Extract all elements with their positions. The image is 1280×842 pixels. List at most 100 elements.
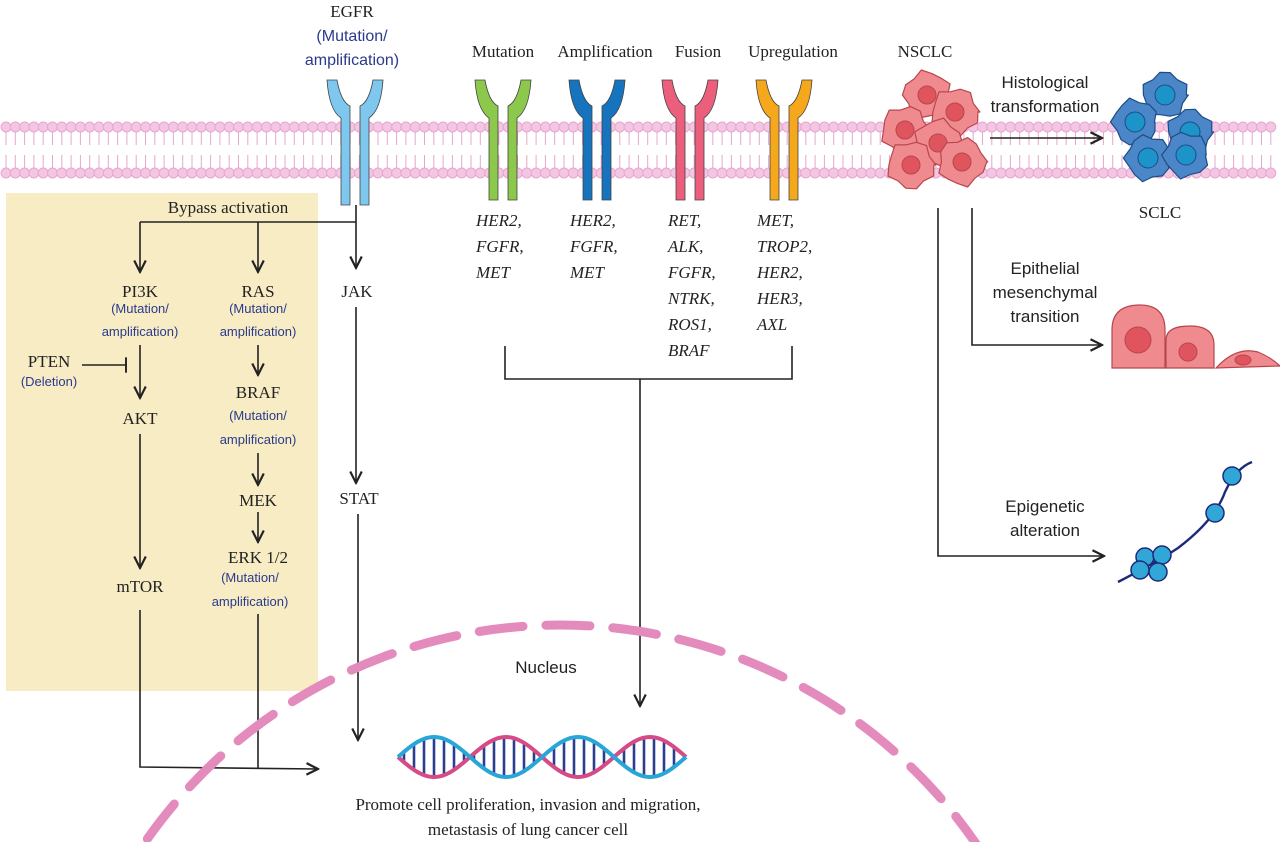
lipid-head (391, 167, 403, 179)
lipid-head (298, 167, 310, 179)
lipid-head (623, 167, 635, 179)
lipid-head (660, 121, 672, 133)
genes-amplification: HER2, FGFR, MET (569, 211, 618, 282)
pi3k-note-1: (Mutation/ (111, 301, 169, 316)
upregulation-receptor (755, 79, 813, 201)
lipid-head (214, 167, 226, 179)
lipid-head (800, 167, 812, 179)
dna-strand (396, 734, 688, 780)
mtor-label: mTOR (117, 577, 165, 596)
lipid-head (1014, 167, 1026, 179)
lipid-head (149, 121, 161, 133)
lipid-head (632, 121, 644, 133)
lipid-head (195, 167, 207, 179)
lipid-head (1209, 167, 1221, 179)
lipid-head (521, 167, 533, 179)
gene-text: AXL (756, 315, 787, 334)
lipid-head (995, 121, 1007, 133)
lipid-head (177, 121, 189, 133)
bypass-panel (6, 193, 318, 691)
lipid-head (995, 167, 1007, 179)
lipid-head (260, 167, 272, 179)
lipid-head (381, 167, 393, 179)
braf-label: BRAF (236, 383, 280, 402)
lipid-head (1070, 121, 1081, 133)
receptor-bracket (504, 346, 793, 380)
nsclc-label: NSCLC (898, 42, 953, 61)
lipid-head (1246, 121, 1258, 133)
lipid-head (828, 121, 840, 133)
ras-label: RAS (241, 282, 274, 301)
mtor-to-nucleus (139, 610, 318, 769)
lipid-head (279, 121, 291, 133)
lipid-head (409, 121, 421, 133)
lipid-head (725, 121, 737, 133)
lipid-head (753, 167, 765, 179)
lipid-head (56, 121, 68, 133)
lipid-head (214, 121, 226, 133)
gene-text: FGFR, (475, 237, 524, 256)
lipid-head (428, 121, 440, 133)
lipid-head (614, 121, 626, 133)
lipid-head (140, 167, 151, 179)
lipid-head (233, 167, 244, 179)
nucleosome (1205, 503, 1225, 523)
emt-arrow (971, 208, 1102, 345)
lipid-head (121, 121, 133, 133)
lipid-head (84, 167, 96, 179)
lipid-head (74, 121, 86, 133)
histo-line-2: transformation (991, 97, 1100, 116)
erk-note-2: amplification) (212, 594, 289, 609)
lipid-head (456, 167, 468, 179)
gene-text: RET, (667, 211, 701, 230)
lipid-head (270, 121, 282, 133)
sclc-cell (1161, 131, 1209, 180)
stat-label: STAT (339, 489, 379, 508)
envelope-segment (142, 799, 179, 842)
lipid-head (1088, 167, 1100, 179)
gene-text: ALK, (667, 237, 703, 256)
lipid-head (112, 167, 124, 179)
lipid-head (307, 121, 319, 133)
lipid-head (326, 167, 337, 179)
erk-note-1: (Mutation/ (221, 570, 279, 585)
lipid-head (707, 121, 719, 133)
lipid-head (1079, 167, 1091, 179)
lipid-head (446, 167, 458, 179)
lipid-head (1265, 167, 1277, 179)
mutation-receptor (474, 79, 532, 201)
lipid-head (223, 167, 235, 179)
outcome-line-2: metastasis of lung cancer cell (428, 820, 628, 839)
lipid-head (251, 121, 263, 133)
lipid-head (316, 121, 328, 133)
lipid-head (1218, 167, 1230, 179)
lipid-head (651, 121, 663, 133)
lipid-head (558, 121, 570, 133)
envelope-segment (346, 649, 397, 675)
pi3k-label: PI3K (122, 282, 159, 301)
envelope-segment (233, 709, 278, 746)
nucleus-label: Nucleus (515, 658, 576, 677)
genes-mutation: HER2, FGFR, MET (475, 211, 524, 282)
lipid-head (1060, 167, 1072, 179)
envelope-segment (287, 675, 336, 707)
lipid-head (753, 121, 765, 133)
lipid-head (539, 121, 551, 133)
lipid-head (856, 121, 868, 133)
lipid-head (623, 121, 635, 133)
lipid-head (205, 121, 217, 133)
nucleosome (1152, 545, 1172, 565)
epithelial-cell (1111, 304, 1166, 369)
lipid-head (288, 121, 300, 133)
lipid-head (233, 121, 244, 133)
lipid-head (446, 121, 458, 133)
lipid-head (130, 167, 142, 179)
lipid-head (65, 121, 77, 133)
lipid-head (1228, 121, 1240, 133)
lipid-head (986, 167, 998, 179)
envelope-segment (674, 634, 726, 656)
nsclc-cell (938, 137, 989, 188)
header-upregulation: Upregulation (748, 42, 838, 61)
lipid-head (205, 167, 217, 179)
lipid-head (195, 121, 207, 133)
